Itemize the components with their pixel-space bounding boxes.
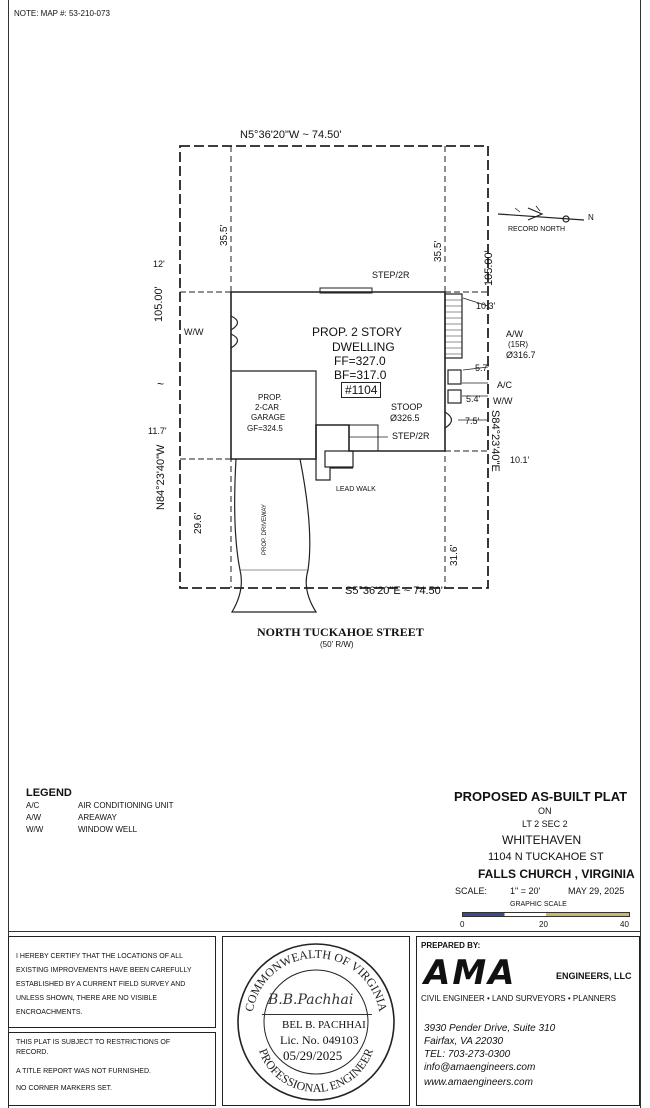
dim-5-4: 5.4' <box>466 394 481 404</box>
dim-left-bottom: 29.6' <box>193 512 204 534</box>
map-note: NOTE: MAP #: 53-210-073 <box>14 9 110 18</box>
plat-on: ON <box>538 806 552 816</box>
dim-11-7: 11.7' <box>148 426 167 436</box>
plat-lot: LT 2 SEC 2 <box>522 819 568 829</box>
window-well-right-label: W/W <box>493 396 513 406</box>
seal-signature: B.B.Pachhai <box>268 992 354 1008</box>
garage-label-1: PROP. <box>258 393 282 402</box>
house-number: #1104 <box>341 382 382 398</box>
certification-box <box>8 936 216 1028</box>
dim-7-5: 7.5' <box>465 416 480 426</box>
west-line-bearing: N84°23'40"W <box>155 444 167 510</box>
prepared-by-box <box>416 936 640 1106</box>
south-line-bearing: S5°36'20"E ~ 74.50' <box>345 585 443 597</box>
scale-value: 1" = 20' <box>510 886 541 896</box>
plat-city: FALLS CHURCH , VIRGINIA <box>478 867 635 881</box>
sheet-left-border <box>8 0 9 1108</box>
legend-desc-1: AIR CONDITIONING UNIT <box>78 801 174 810</box>
legend-desc-3: WINDOW WELL <box>78 825 138 834</box>
note-corner-markers: NO CORNER MARKERS SET. <box>16 1085 113 1092</box>
company-engineers: ENGINEERS, LLC <box>556 971 632 981</box>
company-address-2: Fairfax, VA 22030 <box>424 1036 504 1047</box>
dim-10-3: 10.3' <box>476 301 496 311</box>
plat-address: 1104 N TUCKAHOE ST <box>488 851 604 863</box>
dwelling-label-1: PROP. 2 STORY <box>312 325 403 339</box>
certification-text: I HEREBY CERTIFY THAT THE LOCATIONS OF A… <box>16 953 192 1016</box>
north-arrow-letter: N <box>588 213 594 222</box>
note-title-report: A TITLE REPORT WAS NOT FURNISHED. <box>16 1068 151 1075</box>
street-right-of-way: (50' R/W) <box>320 640 354 649</box>
garage-label-2: 2-CAR <box>255 403 280 412</box>
bottom-strip-rule <box>8 931 640 932</box>
north-line-bearing: N5°36'20"W ~ 74.50' <box>240 129 342 141</box>
dim-10-1: 10.1' <box>510 455 530 465</box>
company-tel: TEL: 703-273-0300 <box>424 1049 511 1060</box>
garage-label-3: GARAGE <box>251 413 286 422</box>
scale-tick-40: 40 <box>620 920 629 929</box>
company-logo: AMA <box>424 953 517 993</box>
plat-date: MAY 29, 2025 <box>568 886 625 896</box>
scale-tick-0: 0 <box>460 920 465 929</box>
plat-title: PROPOSED AS-BUILT PLAT <box>454 789 628 804</box>
seal-box <box>222 936 410 1106</box>
dwelling-label-2: DWELLING <box>332 340 395 354</box>
seal-license: Lic. No. 049103 <box>280 1033 359 1047</box>
basement-floor-elev: BF=317.0 <box>334 368 387 382</box>
step-top-label: STEP/2R <box>372 270 410 280</box>
areaway-elev: Ø316.7 <box>506 350 536 360</box>
legend-title: LEGEND <box>26 787 72 799</box>
company-website[interactable]: www.amaengineers.com <box>424 1077 533 1088</box>
step-bottom-label: STEP/2R <box>392 431 430 441</box>
company-services: CIVIL ENGINEER • LAND SURVEYORS • PLANNE… <box>421 994 616 1003</box>
sheet-right-border <box>640 0 641 1108</box>
stoop-elev: Ø326.5 <box>390 413 420 423</box>
dim-right-top: 35.5' <box>433 240 444 262</box>
legend-code-1: A/C <box>26 801 40 810</box>
graphic-scale-bar <box>462 912 630 917</box>
window-well-left-label: W/W <box>184 327 204 337</box>
lead-walk-label: LEAD WALK <box>336 486 376 493</box>
company-email[interactable]: info@amaengineers.com <box>424 1062 536 1073</box>
seal-date: 05/29/2025 <box>283 1048 343 1063</box>
note-restrictions: THIS PLAT IS SUBJECT TO RESTRICTIONS OF … <box>16 1039 171 1056</box>
areaway-label: A/W <box>506 329 523 339</box>
dim-right-width: 105.00' <box>483 250 495 286</box>
ac-label: A/C <box>497 380 513 390</box>
site-plan <box>179 145 585 613</box>
driveway-label: PROP. DRIVEWAY <box>262 504 268 555</box>
prepared-by-label: PREPARED BY: <box>421 941 481 950</box>
stoop-label: STOOP <box>391 402 423 412</box>
garage-label-4: GF=324.5 <box>247 424 283 433</box>
company-address-1: 3930 Pender Drive, Suite 310 <box>424 1023 556 1034</box>
legend-desc-2: AREAWAY <box>78 813 117 822</box>
plat-subdivision: WHITEHAVEN <box>502 833 582 847</box>
street-name: NORTH TUCKAHOE STREET <box>257 625 424 639</box>
legend-code-3: W/W <box>26 825 44 834</box>
scale-label: SCALE: <box>455 886 488 896</box>
seal-signature-line <box>262 1014 372 1015</box>
dim-left-top: 35.5' <box>219 224 230 246</box>
engineer-seal: COMMONWEALTH OF VIRGINIA PROFESSIONAL EN… <box>237 943 395 1101</box>
graphic-scale-label: GRAPHIC SCALE <box>510 901 567 908</box>
dim-12: 12' <box>153 259 165 269</box>
legend-code-2: A/W <box>26 813 42 822</box>
east-line-bearing: S84°23'40"E <box>489 410 501 472</box>
scale-tick-20: 20 <box>539 920 548 929</box>
seal-name: BEL B. PACHHAI <box>282 1019 366 1031</box>
dim-right-bottom: 31.6' <box>449 544 460 566</box>
west-line-tilde: ~ <box>157 377 165 391</box>
areaway-risers: (15R) <box>508 340 529 349</box>
dim-left-width: 105.00' <box>153 286 165 322</box>
notes-box <box>8 1032 216 1106</box>
first-floor-elev: FF=327.0 <box>334 354 386 368</box>
record-north-label: RECORD NORTH <box>508 226 566 233</box>
dim-5-7: 5.7' <box>475 363 490 373</box>
